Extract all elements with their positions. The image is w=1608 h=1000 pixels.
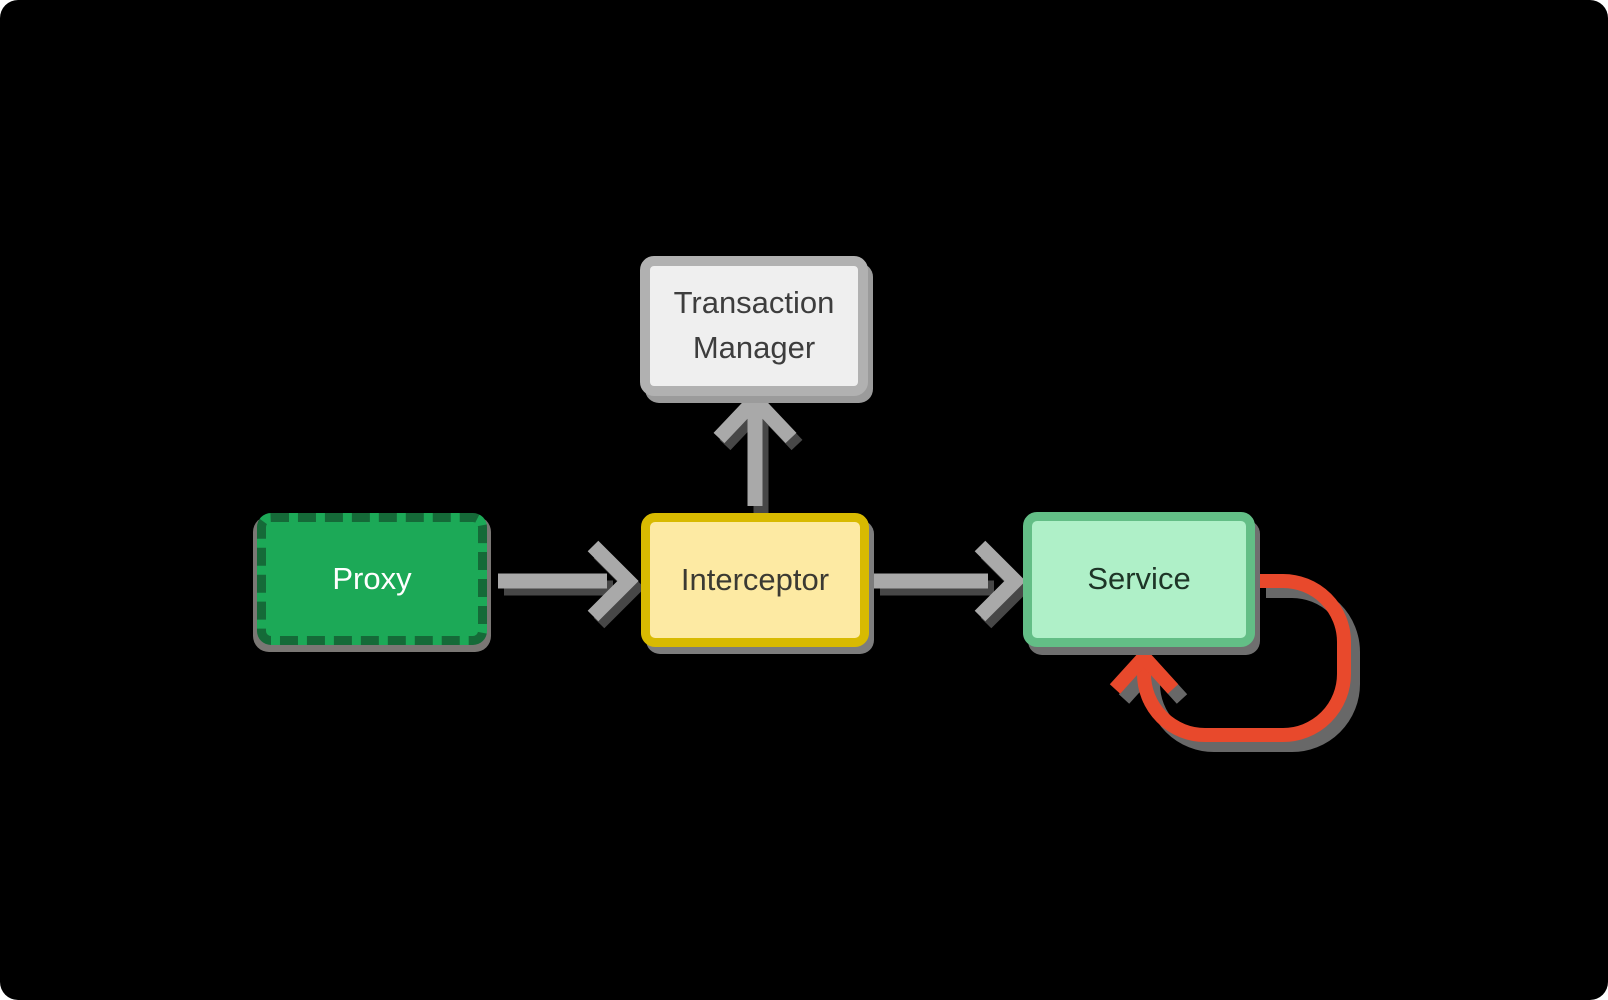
arrow-service-self-loop-head <box>1109 646 1179 694</box>
node-transaction-manager: Transaction Manager <box>640 256 868 396</box>
node-interceptor: Interceptor <box>641 513 869 647</box>
node-transaction-manager-label: Transaction Manager <box>673 285 835 365</box>
arrow-interceptor-to-transaction-manager <box>713 389 797 506</box>
node-proxy: Proxy <box>257 513 487 645</box>
arrow-interceptor-to-transaction-manager-head <box>713 389 797 444</box>
node-service: Service <box>1023 512 1255 647</box>
arrow-proxy-to-interceptor <box>498 540 639 622</box>
node-interceptor-label: Interceptor <box>680 561 830 597</box>
arrow-interceptor-to-service-head <box>974 540 1026 622</box>
node-service-label: Service <box>1087 561 1191 597</box>
arrow-proxy-to-interceptor-head <box>587 540 639 622</box>
arrow-interceptor-to-service <box>874 540 1026 622</box>
node-proxy-label: Proxy <box>332 560 412 596</box>
